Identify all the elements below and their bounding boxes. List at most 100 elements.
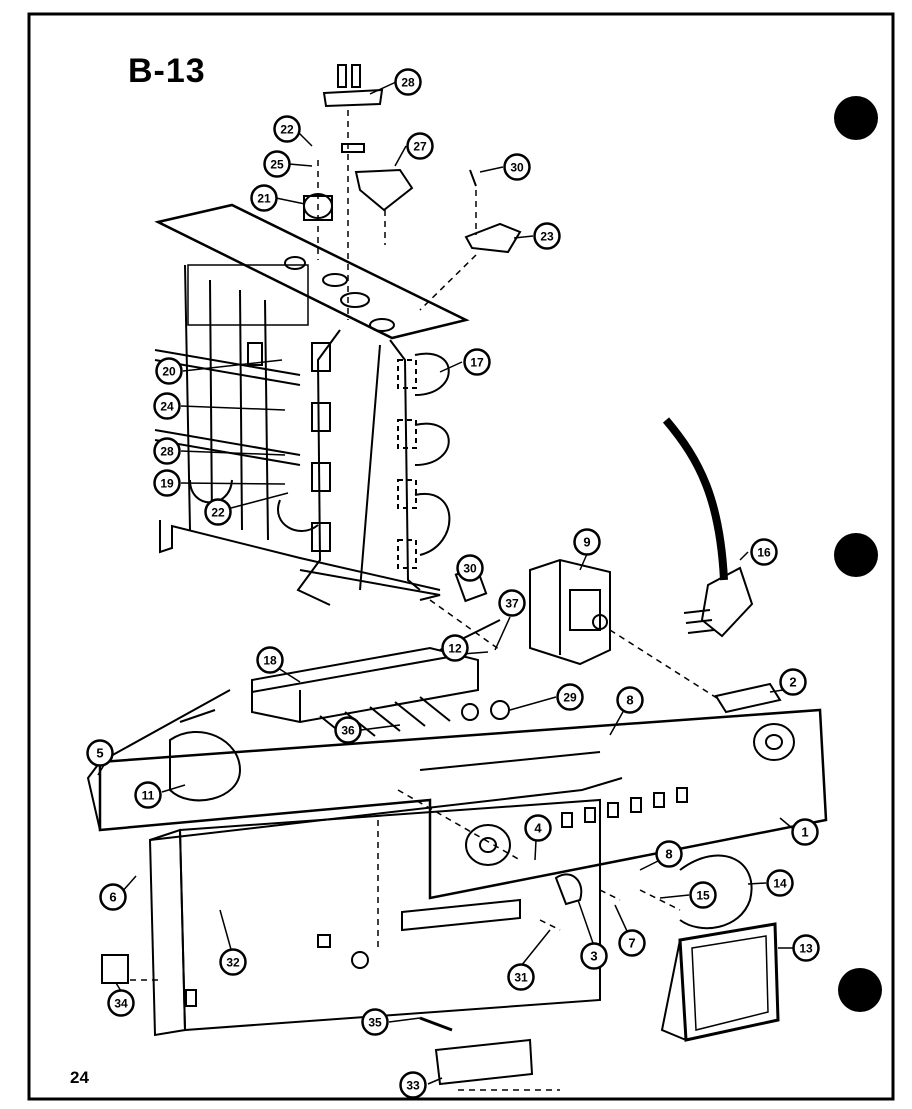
callout-c33: 33 <box>399 1071 427 1099</box>
callout-balloon <box>219 948 247 976</box>
callout-number: 1 <box>801 825 808 840</box>
callout-c7: 7 <box>618 929 646 957</box>
callout-balloon <box>273 115 301 143</box>
callout-c17: 17 <box>463 348 491 376</box>
callout-number: 22 <box>211 506 225 520</box>
callout-number: 16 <box>757 546 771 560</box>
callout-number: 32 <box>226 956 240 970</box>
callout-number: 7 <box>628 936 635 951</box>
connector-block <box>101 954 129 984</box>
callout-balloon <box>779 668 807 696</box>
callout-c29: 29 <box>556 683 584 711</box>
callout-balloon <box>155 357 183 385</box>
diagram-title: B-13 <box>128 52 206 90</box>
callout-number: 19 <box>160 477 174 491</box>
fan-motor <box>169 730 242 802</box>
callout-c13: 13 <box>792 934 820 962</box>
callout-number: 22 <box>280 123 294 137</box>
callout-c12: 12 <box>441 634 469 662</box>
callout-c22a: 22 <box>273 115 301 143</box>
callout-c5: 5 <box>86 739 114 767</box>
callout-c37: 37 <box>498 589 526 617</box>
callout-c22b: 22 <box>204 498 232 526</box>
callout-balloon <box>361 1008 389 1036</box>
callout-c21: 21 <box>250 184 278 212</box>
binder-hole-top <box>834 96 878 140</box>
callout-c8b: 8 <box>655 840 683 868</box>
terminal-block <box>434 1038 534 1086</box>
callout-number: 17 <box>470 356 484 370</box>
callout-c34: 34 <box>107 989 135 1017</box>
callout-balloon <box>107 989 135 1017</box>
callout-c4: 4 <box>524 814 552 842</box>
page-border <box>27 12 895 1101</box>
callout-number: 25 <box>270 158 284 172</box>
callout-number: 4 <box>534 821 542 836</box>
callout-number: 14 <box>773 877 787 891</box>
callout-number: 30 <box>510 161 524 175</box>
callout-balloon <box>334 716 362 744</box>
callout-balloon <box>766 869 794 897</box>
callout-number: 29 <box>563 691 577 705</box>
callout-c9: 9 <box>573 528 601 556</box>
callout-number: 9 <box>583 535 590 550</box>
callout-balloon <box>463 348 491 376</box>
callout-c35: 35 <box>361 1008 389 1036</box>
callout-balloon <box>441 634 469 662</box>
callout-balloon <box>616 686 644 714</box>
callout-c18: 18 <box>256 646 284 674</box>
callout-number: 35 <box>368 1016 382 1030</box>
callout-c25: 25 <box>263 150 291 178</box>
fan-blade <box>679 854 753 930</box>
callout-balloon <box>524 814 552 842</box>
callout-layer: 2827222521302317202428192216930371218292… <box>86 68 820 1099</box>
binder-hole-bottom <box>838 968 882 1012</box>
callout-balloon <box>399 1071 427 1099</box>
callout-c23: 23 <box>533 222 561 250</box>
callout-balloon <box>99 883 127 911</box>
callout-number: 12 <box>448 642 462 656</box>
callout-c20: 20 <box>155 357 183 385</box>
callout-number: 5 <box>96 746 103 761</box>
relay-switch-stack <box>154 264 451 606</box>
callout-c2: 2 <box>779 668 807 696</box>
callout-c15: 15 <box>689 881 717 909</box>
callout-balloon <box>86 739 114 767</box>
callout-number: 3 <box>590 949 597 964</box>
callout-balloon <box>750 538 778 566</box>
callout-number: 24 <box>160 400 174 414</box>
callout-number: 36 <box>341 724 355 738</box>
callout-c14: 14 <box>766 869 794 897</box>
callout-c32: 32 <box>219 948 247 976</box>
callout-balloon <box>503 153 531 181</box>
nut-part <box>351 951 369 969</box>
callout-c30a: 30 <box>503 153 531 181</box>
callout-number: 8 <box>665 847 672 862</box>
callout-number: 28 <box>401 76 415 90</box>
callout-number: 31 <box>514 971 528 985</box>
callout-c24: 24 <box>153 392 181 420</box>
callout-balloon <box>394 68 422 96</box>
callout-c36: 36 <box>334 716 362 744</box>
callout-balloon <box>250 184 278 212</box>
callout-number: 34 <box>114 997 128 1011</box>
callout-balloon <box>153 437 181 465</box>
callout-c31: 31 <box>507 963 535 991</box>
callout-balloon <box>791 818 819 846</box>
callout-balloon <box>792 934 820 962</box>
callout-number: 30 <box>463 562 477 576</box>
callout-c6: 6 <box>99 883 127 911</box>
power-cord <box>662 417 728 581</box>
callout-number: 37 <box>505 597 519 611</box>
callout-balloon <box>618 929 646 957</box>
callout-balloon <box>204 498 232 526</box>
callout-balloon <box>533 222 561 250</box>
callout-number: 20 <box>162 365 176 379</box>
callout-c1: 1 <box>791 818 819 846</box>
side-bracket <box>148 828 187 1037</box>
callout-balloon <box>573 528 601 556</box>
callout-balloon <box>134 781 162 809</box>
callout-number: 21 <box>257 192 271 206</box>
